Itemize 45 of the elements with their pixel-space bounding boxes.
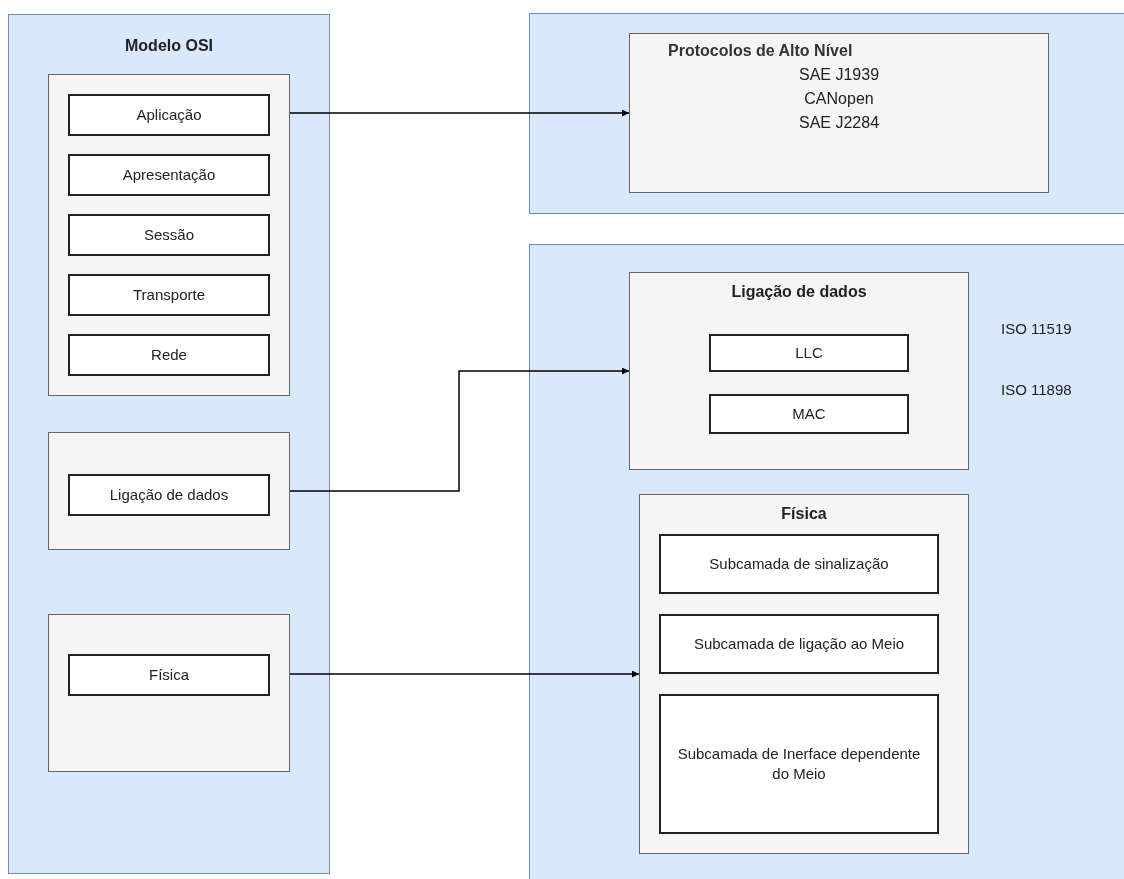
layer-box xyxy=(68,214,270,256)
layer-box xyxy=(68,94,270,136)
layer-label: Transporte xyxy=(132,284,206,305)
layer-box xyxy=(68,334,270,376)
layer-panel xyxy=(529,244,1124,879)
layer-group-box xyxy=(48,614,290,772)
box-heading: Protocolos de Alto Nível xyxy=(668,42,853,60)
layer-group-box xyxy=(48,432,290,550)
protocol-name: SAE J2284 xyxy=(797,114,881,132)
layer-group-box xyxy=(629,272,969,470)
arrow xyxy=(289,109,630,117)
layer-label: MAC xyxy=(791,403,827,424)
layer-panel xyxy=(529,13,1124,214)
layer-box xyxy=(709,394,909,434)
layer-label: Física xyxy=(148,664,190,685)
layer-box xyxy=(659,614,939,674)
arrow xyxy=(289,367,630,492)
layer-box xyxy=(709,334,909,372)
protocol-name: CANopen xyxy=(803,90,875,108)
box-heading: Ligação de dados xyxy=(730,283,868,301)
layer-box xyxy=(68,274,270,316)
layer-label: Subcamada de sinalização xyxy=(708,553,890,574)
standard-label: ISO 11519 xyxy=(1001,320,1072,337)
standard-label: ISO 11898 xyxy=(1001,381,1072,398)
layer-label: Subcamada de Inerface dependente do Meio xyxy=(676,743,922,784)
layer-label: Ligação de dados xyxy=(108,484,230,505)
layer-label: Apresentação xyxy=(121,164,217,185)
layer-box xyxy=(68,154,270,196)
layer-box xyxy=(68,474,270,516)
layer-panel xyxy=(8,14,330,874)
protocol-box xyxy=(629,33,1049,193)
box-heading: Física xyxy=(780,505,828,523)
layer-label: Aplicação xyxy=(135,104,203,125)
layer-label: Subcamada de ligação ao Meio xyxy=(692,633,906,654)
layer-box xyxy=(659,694,939,834)
layer-label: Rede xyxy=(150,344,188,365)
protocol-name: SAE J1939 xyxy=(797,66,881,84)
layer-box xyxy=(68,654,270,696)
arrow xyxy=(289,670,640,678)
layer-box xyxy=(659,534,939,594)
box-heading: Modelo OSI xyxy=(124,37,214,55)
layer-group-box xyxy=(639,494,969,854)
layer-label: Sessão xyxy=(142,224,195,245)
layer-label: LLC xyxy=(794,342,824,363)
layer-group-box xyxy=(48,74,290,396)
